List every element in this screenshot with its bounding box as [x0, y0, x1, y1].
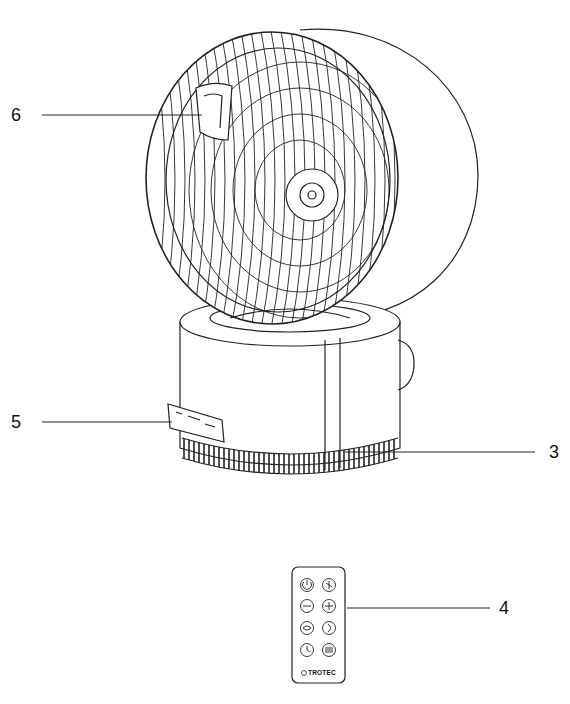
remote-button — [301, 579, 314, 592]
brand-logo: TROTEC — [308, 670, 336, 677]
vent-slat — [313, 430, 315, 480]
grille-rib — [210, 25, 225, 335]
grille-rib — [390, 25, 405, 335]
callout-number: 5 — [11, 413, 21, 431]
vent-slat — [253, 430, 255, 480]
fan-icon — [326, 581, 332, 589]
grille-rib — [220, 25, 235, 335]
vent-slat — [228, 430, 230, 480]
power-icon — [303, 580, 312, 589]
vent-slat — [348, 430, 350, 480]
oscillation-icon — [325, 648, 333, 652]
vent-slat — [298, 430, 300, 480]
vent-slat — [183, 430, 185, 480]
callout-number: 4 — [499, 599, 509, 617]
vent-slat — [263, 430, 265, 480]
grille-rib — [180, 25, 195, 335]
vent-slat — [363, 430, 365, 480]
plus-icon — [325, 602, 333, 610]
vent-slat — [318, 430, 320, 480]
remote-button — [301, 644, 314, 657]
vent-slat — [278, 430, 280, 480]
grille-rib — [370, 25, 385, 335]
remote-button — [323, 579, 336, 592]
remote-button — [301, 622, 314, 635]
grille-rib — [150, 25, 165, 335]
remote-button — [323, 644, 336, 657]
remote-button — [323, 622, 336, 635]
grille-rib — [160, 25, 175, 335]
grille-rib — [240, 25, 255, 335]
vent-slat — [368, 430, 370, 480]
grille-ring — [189, 62, 411, 318]
vent-slat — [258, 430, 260, 480]
vent-slat — [353, 430, 355, 480]
grille-rib — [230, 25, 245, 335]
callout-number: 6 — [11, 106, 21, 124]
callout-number: 3 — [549, 443, 559, 461]
grille-rib — [190, 25, 205, 335]
vent-slat — [193, 430, 195, 480]
grille-ring — [255, 140, 345, 240]
vent-slat — [373, 430, 375, 480]
vent-slat — [398, 430, 400, 480]
grille-rib — [400, 25, 415, 335]
grille-rib — [380, 25, 395, 335]
vent-slat — [303, 430, 305, 480]
grille-rib — [350, 25, 365, 335]
vent-slat — [238, 430, 240, 480]
vent-slat — [308, 430, 310, 480]
grille-ring — [211, 88, 389, 292]
vent-slat — [358, 430, 360, 480]
grille-rib — [360, 25, 375, 335]
vent-slat — [323, 430, 325, 480]
vent-slat — [393, 430, 395, 480]
vent-slat — [338, 430, 340, 480]
grille-ring — [233, 114, 367, 266]
minus-icon — [303, 606, 311, 607]
vent-slat — [288, 430, 290, 480]
vent-slat — [198, 430, 200, 480]
sleep-icon — [328, 624, 331, 632]
vent-slat — [268, 430, 270, 480]
vent-slat — [378, 430, 380, 480]
vent-slat — [343, 430, 345, 480]
grille-rib — [260, 25, 275, 335]
timer-icon — [307, 646, 310, 652]
vent-slat — [328, 430, 330, 480]
vent-slat — [248, 430, 250, 480]
remote-button — [323, 600, 336, 613]
vent-slat — [243, 430, 245, 480]
vent-slat — [283, 430, 285, 480]
vent-slat — [293, 430, 295, 480]
vent-slat — [388, 430, 390, 480]
grille-rib — [200, 25, 215, 335]
vent-slat — [233, 430, 235, 480]
grille-rib — [170, 25, 185, 335]
vent-slat — [333, 430, 335, 480]
mode-icon — [303, 626, 311, 630]
vent-slat — [188, 430, 190, 480]
vent-slat — [273, 430, 275, 480]
remote-button — [301, 600, 314, 613]
vent-slat — [383, 430, 385, 480]
